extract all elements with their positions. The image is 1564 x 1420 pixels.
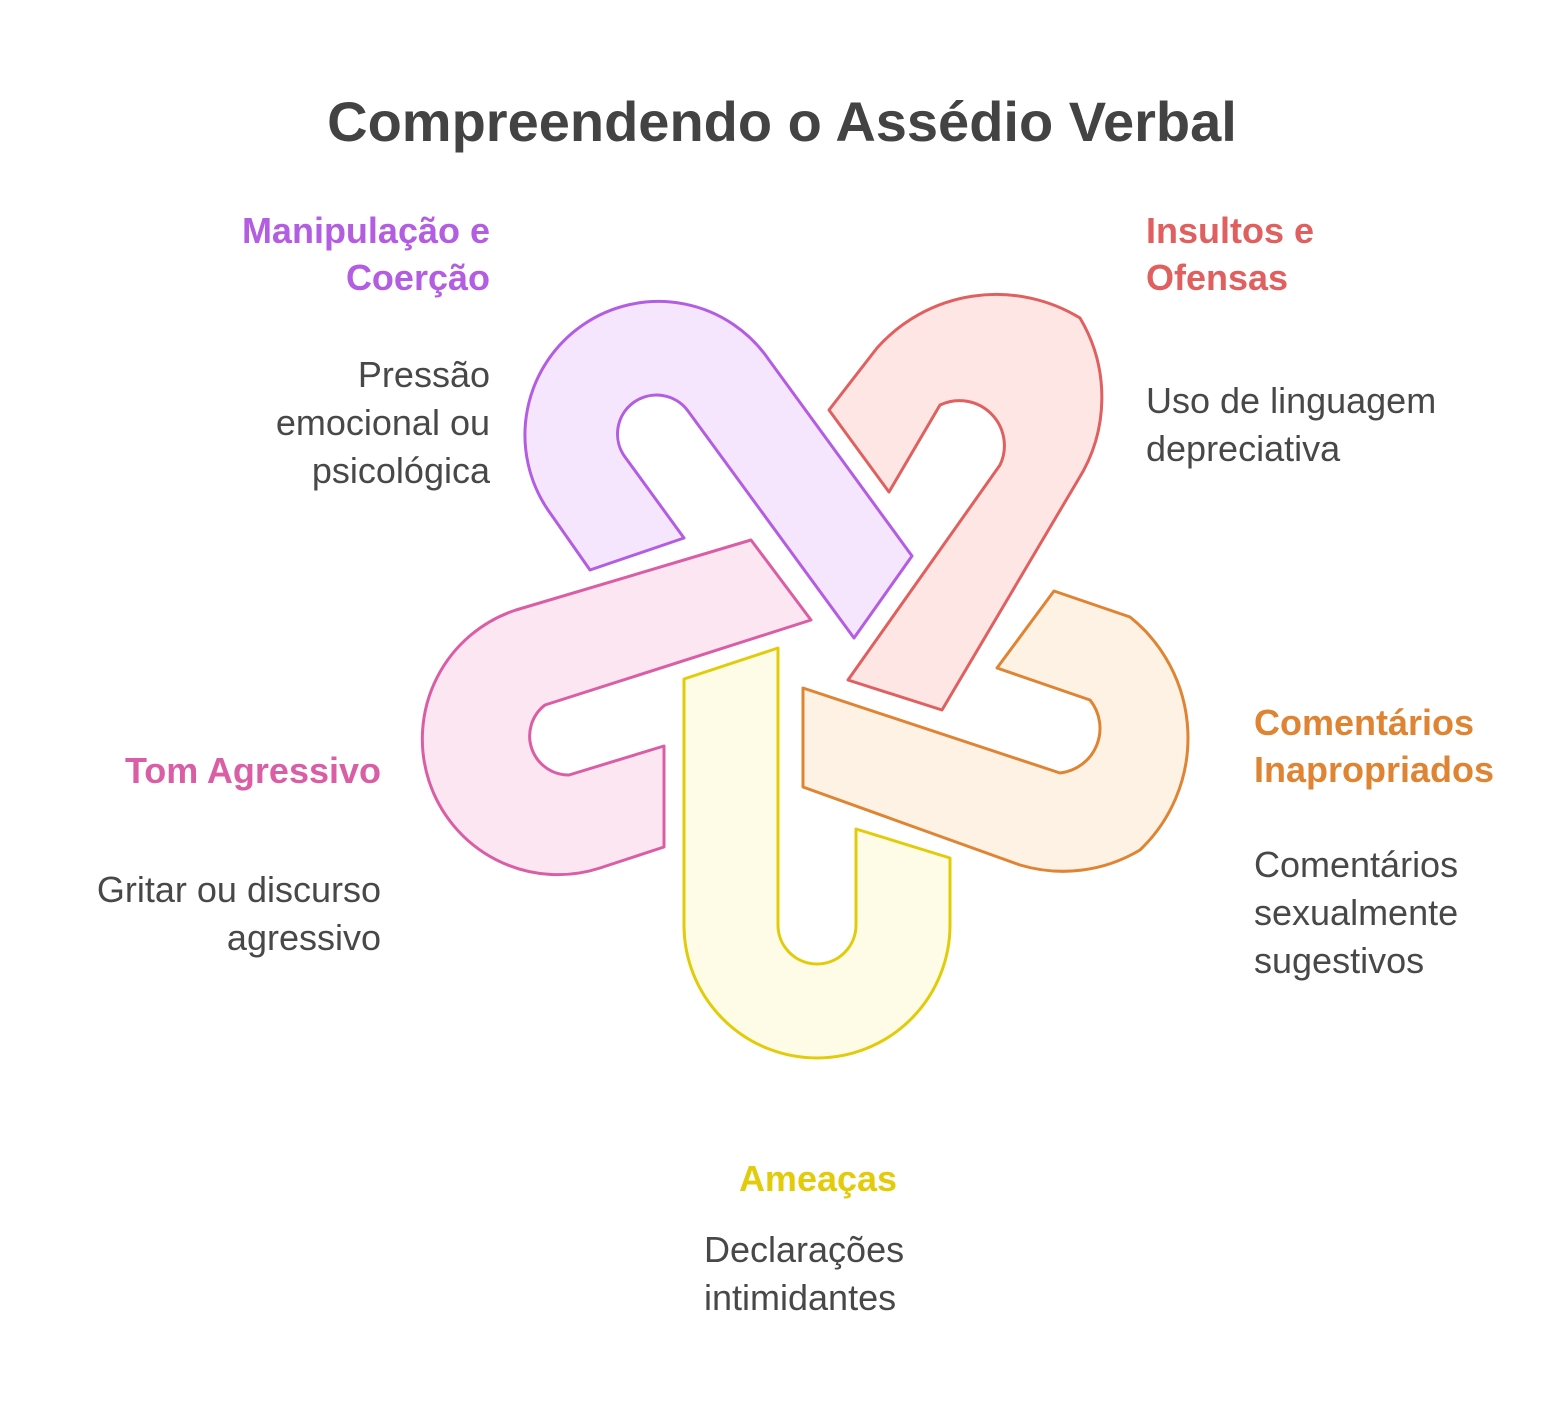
link-manipulacao-coercao (523, 299, 914, 640)
item-heading: Insultos e Ofensas (1146, 210, 1315, 298)
item-heading: Comentários Inapropriados (1254, 702, 1495, 790)
link-insultos-ofensas (827, 292, 1104, 712)
item-heading: Tom Agressivo (124, 750, 381, 791)
link-tom-agressivo (420, 538, 813, 877)
item-manipulacao-coercao: Manipulação e Coerção Pressão emocional … (110, 207, 490, 495)
item-heading: Ameaças (738, 1158, 898, 1199)
item-description: Pressão emocional ou psicológica (275, 354, 490, 491)
item-insultos-ofensas: Insultos e Ofensas Uso de linguagem depr… (1146, 207, 1526, 473)
item-tom-agressivo: Tom Agressivo Gritar ou discurso agressi… (21, 747, 381, 962)
item-description: Uso de linguagem depreciativa (1146, 380, 1437, 469)
link-comentarios-inapropriados (801, 589, 1190, 873)
page-title: Compreendendo o Assédio Verbal (327, 90, 1237, 153)
item-comentarios-inapropriados: Comentários Inapropriados Comentários se… (1254, 699, 1554, 985)
item-ameacas: Ameaças Declarações intimidantes (618, 1155, 1018, 1322)
item-description: Gritar ou discurso agressivo (96, 869, 381, 958)
item-description: Comentários sexualmente sugestivos (1254, 844, 1459, 981)
item-heading: Manipulação e Coerção (241, 210, 490, 298)
link-ameacas (682, 646, 952, 1060)
item-description: Declarações intimidantes (704, 1229, 905, 1318)
